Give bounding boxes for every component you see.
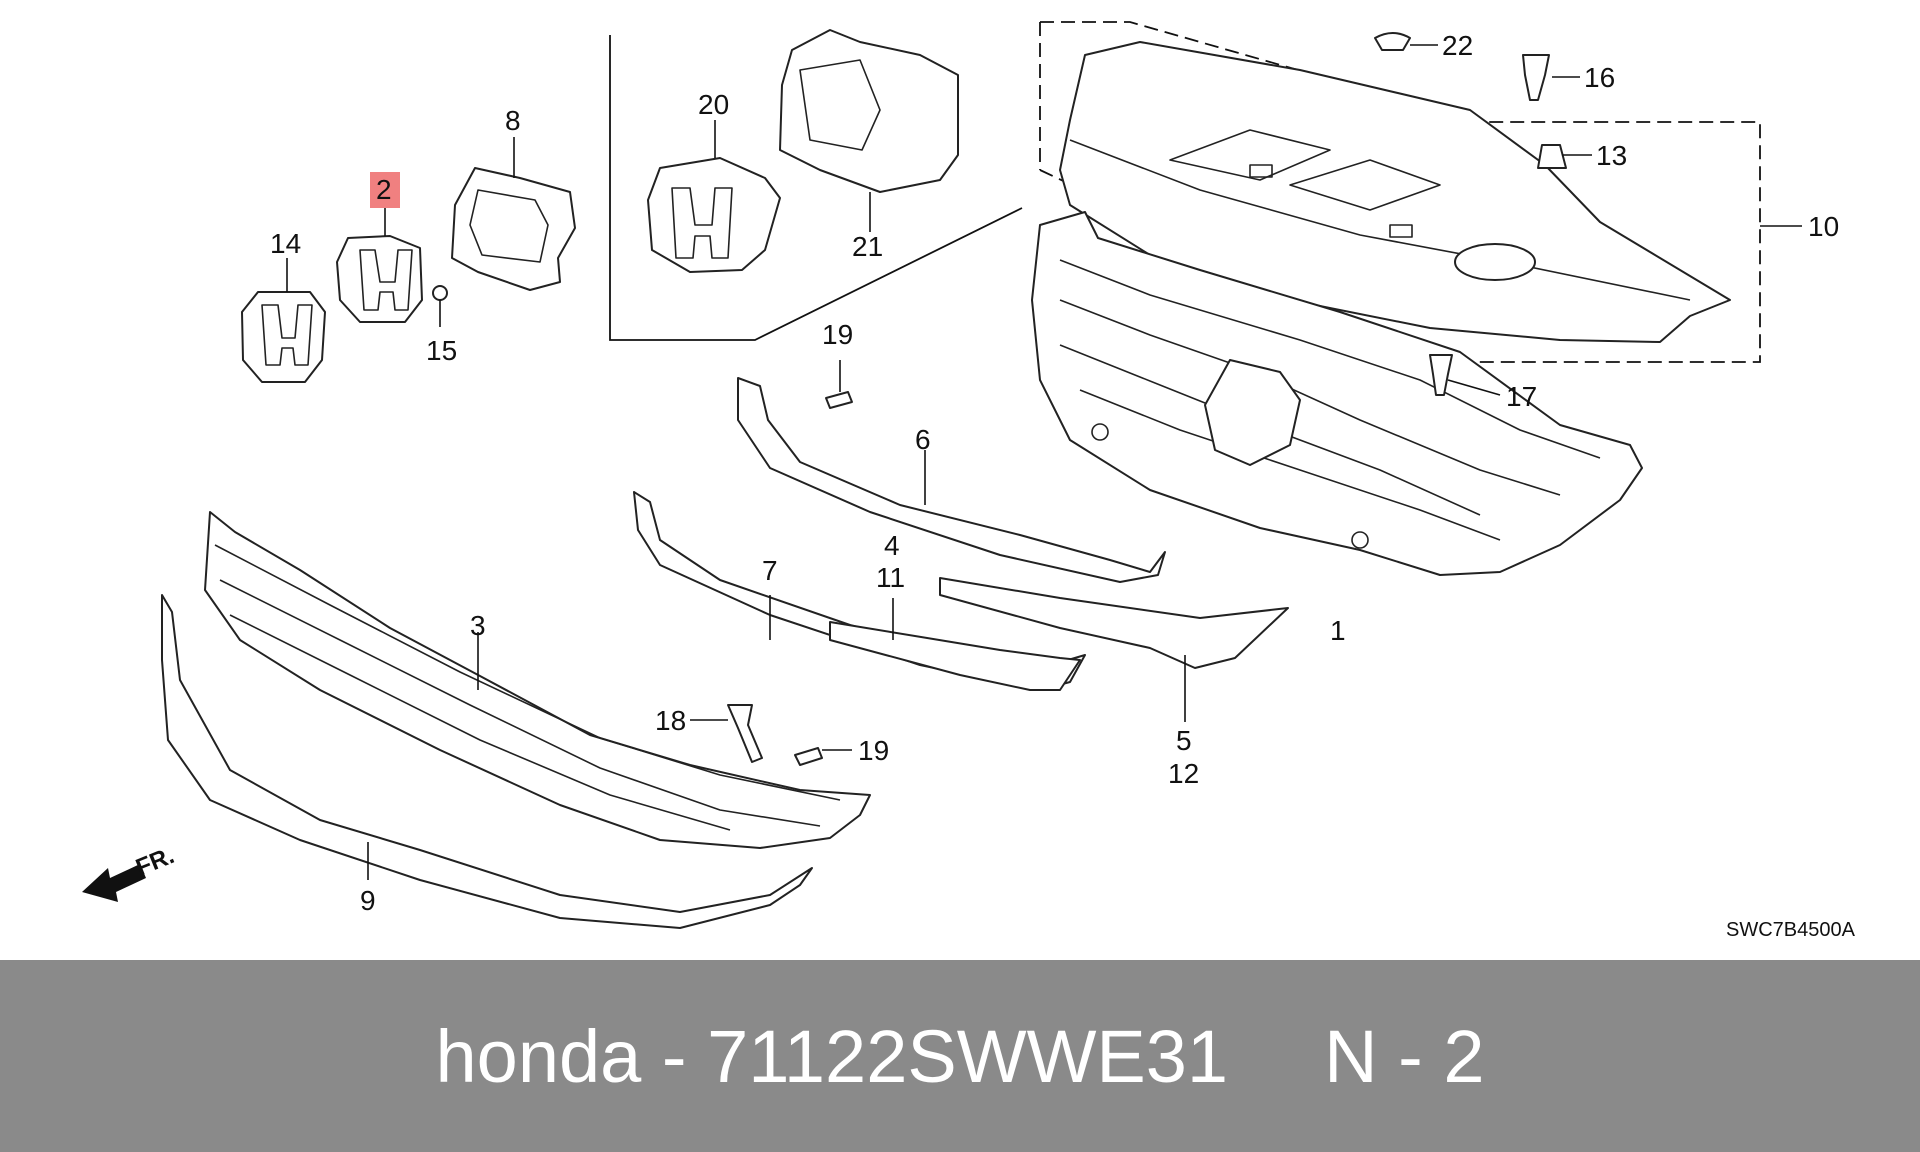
- callout-6: 6: [915, 424, 931, 455]
- inset-frame: [609, 35, 1023, 341]
- callout-1: 1: [1330, 615, 1346, 646]
- part-number: 71122SWWE31: [707, 1014, 1229, 1098]
- part-22-clip[interactable]: [1374, 32, 1438, 51]
- callout-11: 11: [876, 562, 905, 593]
- callout-8: 8: [505, 105, 521, 136]
- callout-12: 12: [1168, 758, 1199, 789]
- callout-10: 10: [1808, 211, 1839, 242]
- parts-diagram: FR. 1 2 3 4 11 5 12 6 7 8 9 10 13 14 15 …: [82, 21, 1856, 941]
- part-20-inset-emblem[interactable]: [647, 120, 781, 273]
- callout-16: 16: [1584, 62, 1615, 93]
- part-10-upper-cover[interactable]: [1059, 41, 1731, 343]
- callout-21: 21: [852, 231, 883, 262]
- part-3-lower-grille[interactable]: [204, 511, 871, 849]
- callout-20: 20: [698, 89, 729, 120]
- part-7-garnish[interactable]: [633, 491, 1086, 691]
- callout-19-upper: 19: [822, 319, 853, 350]
- callout-2: 2: [376, 174, 392, 205]
- callout-15: 15: [426, 335, 457, 366]
- drawing-code: SWC7B4500A: [1726, 919, 1856, 941]
- part-6-garnish[interactable]: [737, 377, 1166, 583]
- part-16-clip[interactable]: [1522, 54, 1580, 101]
- brand-name: honda: [435, 1014, 642, 1098]
- part-13-clip[interactable]: [1537, 144, 1592, 169]
- part-14-emblem[interactable]: [241, 258, 326, 383]
- callout-19-lower: 19: [858, 735, 889, 766]
- part-19-screw-lower[interactable]: [794, 747, 852, 766]
- part-18-clip[interactable]: [690, 704, 763, 763]
- callout-22: 22: [1442, 30, 1473, 61]
- part-4-11-garnish[interactable]: [829, 598, 1081, 691]
- part-5-12-garnish[interactable]: [939, 577, 1289, 722]
- part-17-clip[interactable]: [1429, 354, 1501, 396]
- callout-9: 9: [360, 885, 376, 916]
- callout-17: 17: [1506, 381, 1537, 412]
- callout-4: 4: [884, 530, 900, 561]
- part-21-inset-bracket[interactable]: [779, 29, 959, 232]
- front-arrow-icon: FR.: [82, 842, 178, 902]
- position-number: 2: [1443, 1014, 1485, 1098]
- callout-2-highlight: [370, 172, 400, 208]
- position-prefix: N: [1324, 1014, 1378, 1098]
- callout-3: 3: [470, 610, 486, 641]
- separator-2: -: [1398, 1014, 1423, 1098]
- part-number-banner: honda - 71122SWWE31 N - 2: [0, 960, 1920, 1152]
- part-19-screw-upper[interactable]: [825, 360, 853, 409]
- part-8-emblem-base[interactable]: [451, 137, 576, 291]
- callout-5: 5: [1176, 725, 1192, 756]
- callout-13: 13: [1596, 140, 1627, 171]
- callout-18: 18: [655, 705, 686, 736]
- separator: -: [661, 1014, 687, 1098]
- part-9-molding[interactable]: [161, 594, 813, 929]
- front-label: FR.: [132, 842, 178, 882]
- callout-14: 14: [270, 228, 301, 259]
- part-2-emblem[interactable]: [336, 208, 423, 323]
- part-1-grille-frame[interactable]: [1031, 211, 1643, 576]
- part-15-clip[interactable]: [432, 285, 448, 327]
- callout-7: 7: [762, 555, 778, 586]
